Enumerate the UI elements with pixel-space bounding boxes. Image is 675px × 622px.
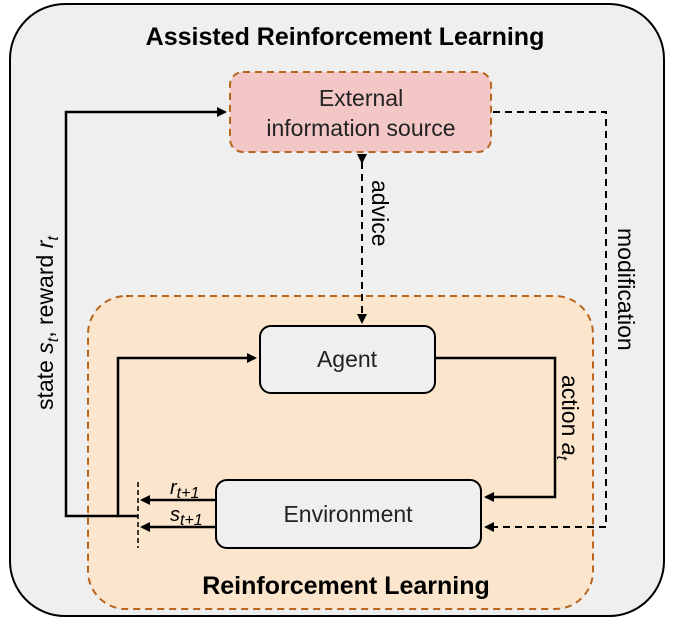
state-var: s — [32, 342, 58, 354]
state-prefix: state — [32, 354, 58, 410]
agent-node — [259, 325, 436, 394]
action-prefix: action — [557, 375, 583, 443]
reward-prefix: , reward — [32, 248, 58, 337]
modification-label: modification — [613, 228, 639, 351]
external-source-node — [229, 71, 492, 153]
external-source-label-line2: information source — [266, 115, 455, 141]
environment-label: Environment — [283, 501, 413, 527]
action-sub: t — [553, 456, 570, 461]
state-sub: t — [45, 337, 62, 342]
state-reward-to-external-arrow — [64, 107, 227, 518]
modification-arrow — [484, 111, 607, 532]
external-source-label-line1: External — [319, 85, 403, 111]
state-next-var: s — [170, 504, 180, 526]
feedback-to-agent-arrow — [116, 353, 257, 518]
reward-next-label: rt+1 — [170, 477, 199, 502]
state-next-label: st+1 — [170, 504, 203, 529]
action-arrow — [435, 356, 557, 502]
reward-next-sub: t+1 — [177, 485, 200, 502]
action-label: action at — [553, 375, 583, 461]
agent-label: Agent — [317, 346, 378, 372]
advice-label: advice — [367, 180, 393, 246]
reward-sub: t — [45, 236, 62, 241]
state-next-sub: t+1 — [180, 512, 203, 529]
state-reward-label: state st, reward rt — [32, 236, 62, 410]
reward-var: r — [32, 239, 58, 248]
action-var: a — [557, 443, 583, 456]
inner-title: Reinforcement Learning — [202, 572, 490, 600]
outer-title: Assisted Reinforcement Learning — [146, 23, 545, 51]
environment-node — [215, 479, 482, 549]
reward-next-var: r — [170, 477, 178, 499]
